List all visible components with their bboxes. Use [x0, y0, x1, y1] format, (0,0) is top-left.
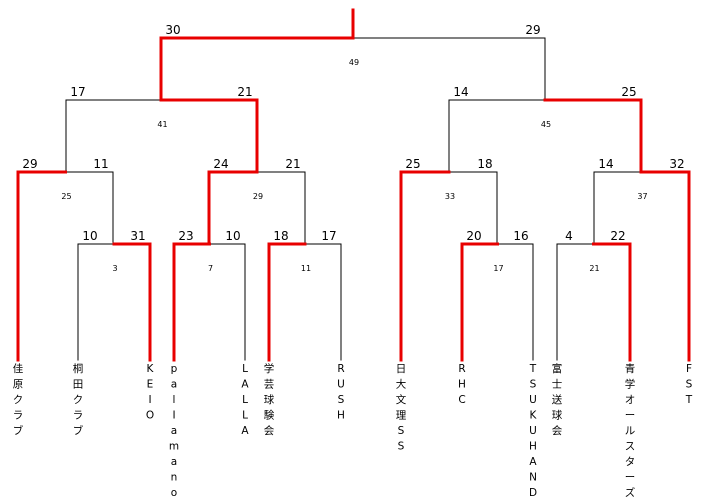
match-number: 7 [208, 264, 213, 273]
team-name: 佳原クラブ [13, 362, 24, 437]
match-number: 49 [349, 58, 359, 67]
left-score: 20 [466, 229, 481, 243]
left-score: 17 [70, 85, 85, 99]
right-score: 11 [93, 157, 108, 171]
right-score: 25 [621, 85, 636, 99]
right-score: 21 [285, 157, 300, 171]
match-number: 11 [301, 264, 311, 273]
left-score: 10 [82, 229, 97, 243]
match-number: 29 [253, 192, 263, 201]
match-number: 45 [541, 120, 551, 129]
match-number: 21 [589, 264, 599, 273]
right-score: 10 [225, 229, 240, 243]
left-score: 29 [22, 157, 37, 171]
right-score: 18 [477, 157, 492, 171]
match-number: 41 [157, 120, 167, 129]
team-name: 桐田クラブ [73, 362, 84, 437]
left-score: 25 [405, 157, 420, 171]
left-score: 18 [273, 229, 288, 243]
right-score: 32 [669, 157, 684, 171]
match-number: 17 [493, 264, 503, 273]
right-score: 17 [321, 229, 336, 243]
winner-path [16, 8, 691, 362]
bracket-lines [65, 37, 642, 361]
match-number: 25 [61, 192, 71, 201]
match-number: 33 [445, 192, 455, 201]
match-number: 3 [112, 264, 117, 273]
left-score: 14 [453, 85, 468, 99]
right-score: 16 [513, 229, 528, 243]
right-score: 31 [130, 229, 145, 243]
left-score: 23 [178, 229, 193, 243]
team-name: 学芸球験会 [264, 362, 275, 437]
left-score: 14 [598, 157, 613, 171]
right-score: 22 [610, 229, 625, 243]
team-name: 富士送球会 [552, 362, 563, 437]
right-score: 21 [237, 85, 252, 99]
left-score: 30 [165, 23, 180, 37]
left-score: 4 [565, 229, 573, 243]
right-score: 29 [525, 23, 540, 37]
team-name: 青学オールスターズ [625, 362, 636, 499]
match-number: 37 [637, 192, 647, 201]
left-score: 24 [213, 157, 228, 171]
